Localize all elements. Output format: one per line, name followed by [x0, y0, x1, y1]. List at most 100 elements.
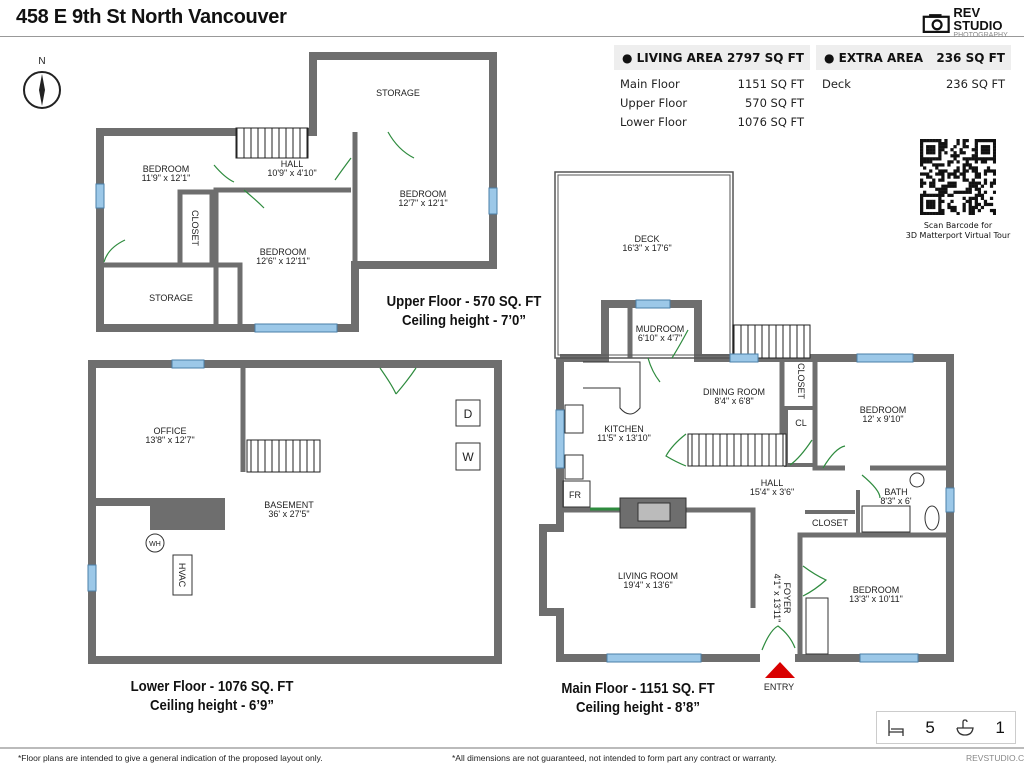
- qr-module: [923, 211, 927, 215]
- qr-module: [926, 193, 930, 197]
- qr-module: [974, 151, 978, 155]
- qr-module: [938, 142, 942, 146]
- qr-module: [989, 184, 994, 188]
- qr-module: [932, 211, 936, 215]
- qr-module: [938, 157, 942, 161]
- qr-module: [986, 145, 991, 149]
- qr-module: [989, 202, 994, 207]
- qr-module: [929, 169, 933, 173]
- qr-module: [989, 208, 994, 213]
- qr-module: [920, 148, 924, 152]
- qr-module: [974, 199, 978, 204]
- fixtures: [145, 361, 940, 655]
- qr-module: [944, 190, 948, 194]
- qr-module: [953, 175, 957, 179]
- qr-module: [971, 154, 975, 158]
- room-dimensions: 12'7" x 12'1": [398, 198, 447, 208]
- room-label: MUDROOM: [636, 324, 685, 334]
- qr-module: [953, 151, 957, 155]
- qr-module: [983, 145, 988, 149]
- qr-module: [992, 211, 996, 215]
- qr-module: [962, 139, 966, 143]
- qr-module: [950, 160, 954, 164]
- qr-code[interactable]: [920, 139, 996, 215]
- room-dimensions: 6'10" x 4'7": [638, 333, 682, 343]
- qr-module: [968, 205, 972, 210]
- qr-module: [962, 202, 966, 207]
- qr-module: [953, 154, 957, 158]
- qr-module: [971, 184, 975, 188]
- qr-module: [947, 172, 951, 176]
- qr-module: [947, 181, 951, 185]
- qr-module: [980, 148, 985, 152]
- qr-module: [926, 199, 930, 204]
- qr-module: [962, 145, 966, 149]
- room-label: BEDROOM: [853, 585, 900, 595]
- qr-module: [944, 142, 948, 146]
- qr-module: [935, 211, 939, 215]
- qr-module: [965, 199, 969, 204]
- qr-module: [956, 160, 960, 164]
- fridge-label: FR: [569, 490, 581, 500]
- qr-module: [983, 181, 988, 185]
- qr-module: [989, 181, 994, 185]
- qr-module: [965, 178, 969, 182]
- room-dimensions: 11'5" x 13'10": [597, 433, 651, 443]
- qr-module: [992, 154, 996, 158]
- qr-module: [938, 196, 942, 200]
- qr-module: [941, 142, 945, 146]
- qr-module: [944, 184, 948, 188]
- qr-module: [953, 205, 957, 210]
- qr-module: [953, 172, 957, 176]
- qr-module: [929, 205, 933, 210]
- qr-module: [980, 151, 985, 155]
- qr-module: [965, 157, 969, 161]
- qr-module: [938, 202, 942, 207]
- qr-module: [920, 142, 924, 146]
- qr-module: [965, 190, 969, 194]
- living-area-label: ● LIVING AREA: [622, 50, 723, 65]
- qr-module: [983, 178, 988, 182]
- qr-module: [938, 205, 942, 210]
- qr-module: [968, 187, 972, 191]
- qr-module: [938, 208, 942, 213]
- qr-module: [974, 157, 978, 161]
- qr-module: [977, 139, 981, 143]
- qr-module: [962, 151, 966, 155]
- qr-module: [923, 181, 927, 185]
- qr-module: [935, 166, 939, 170]
- footer-disclaimer-left: *Floor plans are intended to give a gene…: [18, 753, 323, 763]
- doors: [103, 131, 881, 651]
- qr-module: [992, 208, 996, 213]
- room-dimensions: 11'9" x 12'1": [142, 173, 191, 183]
- qr-module: [938, 211, 942, 215]
- qr-module: [983, 202, 988, 207]
- footer-website-link[interactable]: REVSTUDIO.CA: [966, 753, 1024, 763]
- qr-module: [977, 208, 981, 213]
- room-label: KITCHEN: [604, 424, 644, 434]
- qr-module: [962, 166, 966, 170]
- qr-module: [920, 151, 924, 155]
- qr-module: [929, 148, 933, 152]
- qr-module: [935, 172, 939, 176]
- room-dimensions: 16'3" x 17'6": [622, 243, 671, 253]
- qr-module: [926, 175, 930, 179]
- qr-module: [941, 190, 945, 194]
- qr-module: [950, 199, 954, 204]
- qr-module: [992, 178, 996, 182]
- qr-module: [971, 178, 975, 182]
- qr-module: [923, 172, 927, 176]
- room-label: OFFICE: [154, 426, 187, 436]
- room-label: CLOSET: [190, 210, 200, 247]
- qr-module: [983, 172, 988, 176]
- compass-icon: N: [23, 56, 61, 109]
- qr-module: [926, 157, 930, 161]
- qr-module: [923, 193, 927, 197]
- qr-module: [956, 142, 960, 146]
- qr-module: [932, 202, 936, 207]
- room-label: STORAGE: [149, 293, 193, 303]
